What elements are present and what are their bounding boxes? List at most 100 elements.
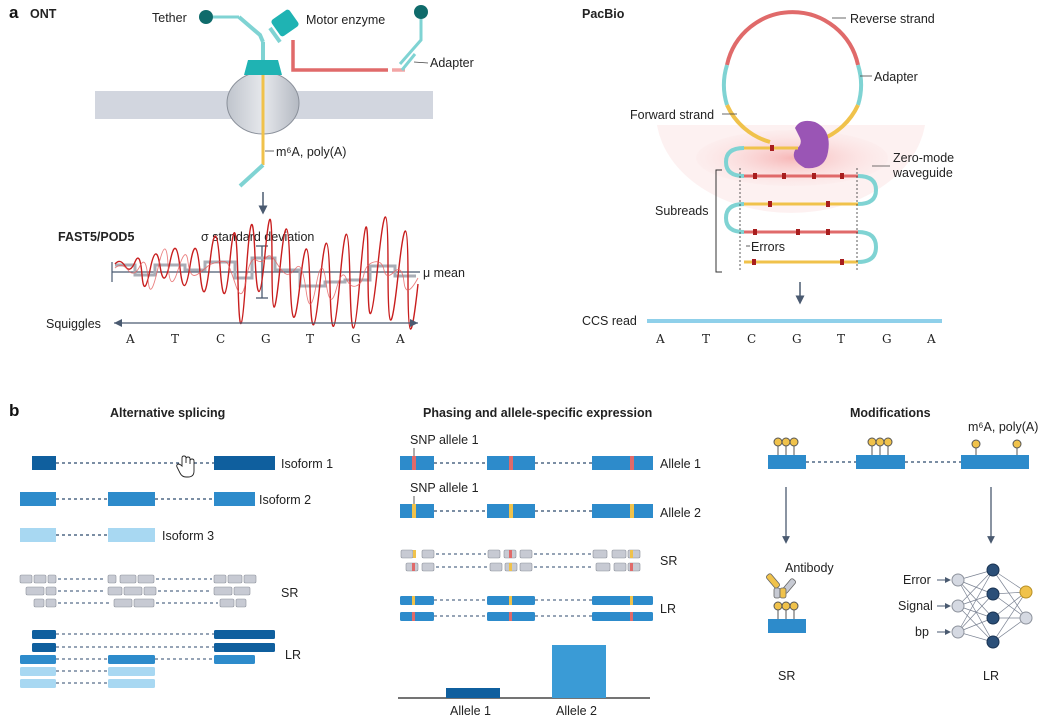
phasing-sr-label: SR [660, 554, 677, 568]
error-marks [752, 145, 844, 265]
adapter-line-1 [398, 19, 423, 65]
isoform-2 [20, 492, 255, 506]
ont-base: T [306, 332, 314, 346]
adapter-label: Adapter [430, 56, 474, 70]
subreads-bracket [715, 169, 722, 273]
ont-base: G [351, 332, 361, 346]
tether-label: Tether [152, 11, 187, 25]
nn-error-label: Error [903, 573, 931, 587]
phasing-title: Phasing and allele-specific expression [423, 406, 652, 420]
adapter-bead [414, 5, 428, 19]
splicing-sr-label: SR [281, 586, 298, 600]
nn-input-arrows [937, 577, 951, 635]
pacbio-title: PacBio [582, 7, 625, 21]
bar-allele-1 [446, 688, 500, 698]
splicing-long-reads [20, 630, 275, 688]
phasing-short-read-gaps [436, 553, 594, 568]
squiggle-axis-right-arrow [410, 319, 418, 327]
squiggle-signal [114, 216, 419, 330]
nn-bp-label: bp [915, 625, 929, 639]
polymerase [793, 120, 829, 169]
zmw-label-1: Zero-mode [893, 151, 954, 165]
subreads [723, 146, 879, 264]
snp-allele-label-2: SNP allele 1 [410, 481, 479, 495]
forward-strand-label: Forward strand [630, 108, 714, 122]
tether-bead [199, 10, 213, 24]
pacbio-base: A [926, 332, 936, 346]
mod-label: m⁶A, poly(A) [968, 420, 1038, 434]
ont-base: G [261, 332, 271, 346]
neural-network [951, 563, 1033, 649]
motor-enzyme [271, 9, 299, 37]
allele-2-label: Allele 2 [660, 506, 701, 520]
phasing-long-reads [400, 596, 653, 621]
ont-mod-label: m⁶A, poly(A) [276, 145, 346, 159]
motor-strand [268, 26, 282, 44]
panel-a-letter: a [9, 3, 19, 22]
squiggle-signal-2 [114, 248, 419, 305]
pacbio-base: G [882, 332, 892, 346]
pacbio-base: A [655, 332, 665, 346]
isoform-2-label: Isoform 2 [259, 493, 311, 507]
allele-1-label: Allele 1 [660, 457, 701, 471]
ont-base: A [125, 332, 135, 346]
mod-sr-label: SR [778, 669, 795, 683]
pacbio-adapter-label: Adapter [874, 70, 918, 84]
mod-lr-label: LR [983, 669, 999, 683]
zmw-well [696, 130, 888, 186]
motor-enzyme-label: Motor enzyme [306, 13, 385, 27]
allele-1-track [400, 456, 653, 470]
ont-base: C [216, 332, 225, 346]
antibody [765, 573, 797, 599]
mu-label: μ mean [423, 266, 465, 280]
modification-lollipops [773, 437, 1022, 455]
dna-red-strand [291, 40, 388, 72]
phasing-short-reads [400, 549, 641, 572]
subreads-label: Subreads [655, 204, 709, 218]
modifications-title: Modifications [850, 406, 931, 420]
pacbio-base: T [702, 332, 710, 346]
phasing-lr-label: LR [660, 602, 676, 616]
pacbio-base: T [837, 332, 845, 346]
splicing-lr-label: LR [285, 648, 301, 662]
splicing-short-read-gaps [58, 578, 218, 604]
ont-base: A [395, 332, 405, 346]
splicing-short-reads [19, 574, 257, 608]
squiggles-label: Squiggles [46, 317, 101, 331]
fast5-label: FAST5/POD5 [58, 230, 134, 244]
sigma-label: σ standard deviation [201, 230, 314, 244]
pacbio-base: G [792, 332, 802, 346]
pacbio-base: C [747, 332, 756, 346]
bar-label-allele-2: Allele 2 [556, 704, 597, 718]
bar-allele-2 [552, 645, 606, 698]
motor-enzyme-on-pore [244, 60, 282, 75]
errors-label: Errors [751, 240, 785, 254]
zmw-label-2: waveguide [892, 166, 953, 180]
pacbio-bases: A T C G T G A [655, 332, 936, 346]
isoform-3-label: Isoform 3 [162, 529, 214, 543]
ont-bases: A T C G T G A [125, 332, 405, 346]
tether-strand [237, 15, 265, 43]
ont-base: T [171, 332, 179, 346]
hand-cursor-icon [176, 455, 195, 478]
nn-signal-label: Signal [898, 599, 933, 613]
antibody-label: Antibody [785, 561, 834, 575]
modification-transcript [768, 455, 1029, 469]
adapter-line-2 [400, 53, 417, 71]
isoform-1 [32, 456, 275, 470]
sr-modified-read [768, 601, 806, 633]
splicing-title: Alternative splicing [110, 406, 225, 420]
smrtbell-circle [721, 10, 864, 144]
squiggle-axis-left-arrow [114, 319, 122, 327]
isoform-3 [20, 528, 155, 542]
isoform-1-label: Isoform 1 [281, 457, 333, 471]
ccs-label: CCS read [582, 314, 637, 328]
allele-2-track [400, 504, 653, 518]
ont-title: ONT [30, 7, 57, 21]
bar-label-allele-1: Allele 1 [450, 704, 491, 718]
adapter-leader [413, 61, 429, 64]
snp-allele-label-1: SNP allele 1 [410, 433, 479, 447]
panel-b-letter: b [9, 401, 19, 420]
reverse-strand-label: Reverse strand [850, 12, 935, 26]
